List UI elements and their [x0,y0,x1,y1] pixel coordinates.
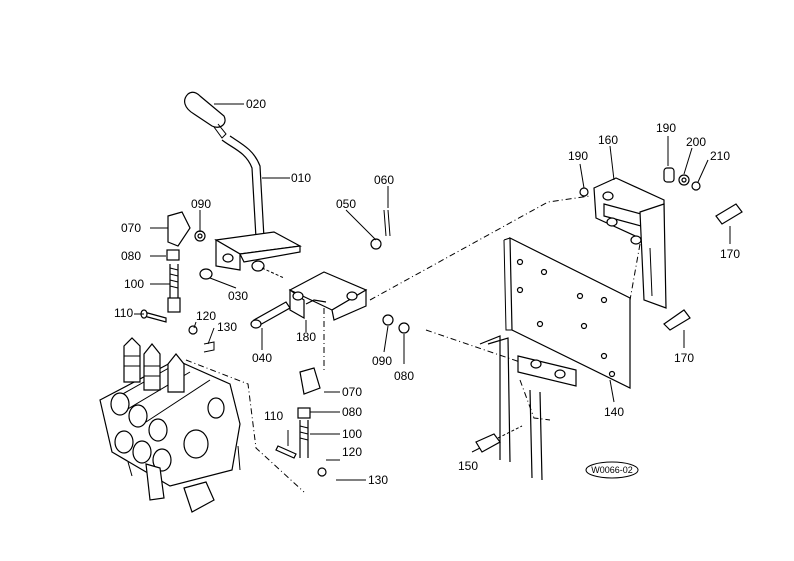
nut-080-middle [297,407,311,419]
callout-150: 150 [458,459,478,473]
pin-040 [250,301,291,329]
rod-100-middle [299,420,309,458]
washer-200 [678,174,690,186]
ball-joint-070-left [167,211,206,247]
washer-050 [370,238,382,250]
callout-080-left: 080 [121,249,141,263]
callout-190-left: 190 [568,149,588,163]
callout-130-middle: 130 [368,473,388,487]
pin-190-right [663,167,675,183]
callout-110-left: 110 [114,306,133,320]
clip-120-middle [317,467,327,477]
cotter-060 [383,209,391,237]
callout-170-upper: 170 [720,247,740,261]
callout-020: 020 [246,97,266,111]
callout-120-middle: 120 [342,445,362,459]
ball-joint-070-middle [299,367,321,395]
callout-070-left: 070 [121,221,141,235]
callout-140: 140 [604,405,624,419]
rod-100-left [167,264,181,313]
callout-200: 200 [686,135,706,149]
bolt-170-lower [663,309,691,331]
pin-110-left [140,309,167,323]
callout-160: 160 [598,133,618,147]
control-valve [99,337,241,513]
callout-120-left: 120 [196,309,216,323]
callout-080-right: 080 [394,369,414,383]
link-bracket-180 [288,271,368,321]
lever-knob [184,91,227,139]
leader-lines [134,103,731,493]
nut-080-left [166,249,180,261]
callout-190-right: 190 [656,121,676,135]
bolt-170-upper [715,203,743,225]
callout-130-left: 130 [217,320,237,334]
lever-rod [221,135,265,239]
cotter-130-left [203,341,215,353]
callout-070-middle: 070 [342,385,362,399]
support-bracket [479,335,577,481]
callout-080-middle: 080 [342,405,362,419]
washer-090-right [382,314,394,326]
nut-210 [691,181,701,191]
callout-030: 030 [228,289,248,303]
callout-110-middle: 110 [264,409,283,423]
nut-080-right [398,322,410,334]
pin-190-left [579,187,589,197]
callout-180: 180 [296,330,316,344]
callout-050: 050 [336,197,356,211]
bracket-160 [593,177,667,309]
callout-100-left: 100 [124,277,144,291]
bolt-030 [199,260,285,280]
lever-base-bracket [214,231,302,271]
callout-210: 210 [710,149,730,163]
drawing-code: W0066-02 [591,465,633,475]
callout-090-right: 090 [372,354,392,368]
callout-010: 010 [291,171,311,185]
callout-040: 040 [252,351,272,365]
callout-060: 060 [374,173,394,187]
bolt-150 [475,425,523,453]
pin-110-middle [275,445,297,459]
mounting-plate-140 [503,237,631,389]
callout-090-left: 090 [191,197,211,211]
callout-100-middle: 100 [342,427,362,441]
clip-120-left [188,325,198,335]
drawing-code-badge: W0066-02 [585,461,639,479]
callout-170-lower: 170 [674,351,694,365]
